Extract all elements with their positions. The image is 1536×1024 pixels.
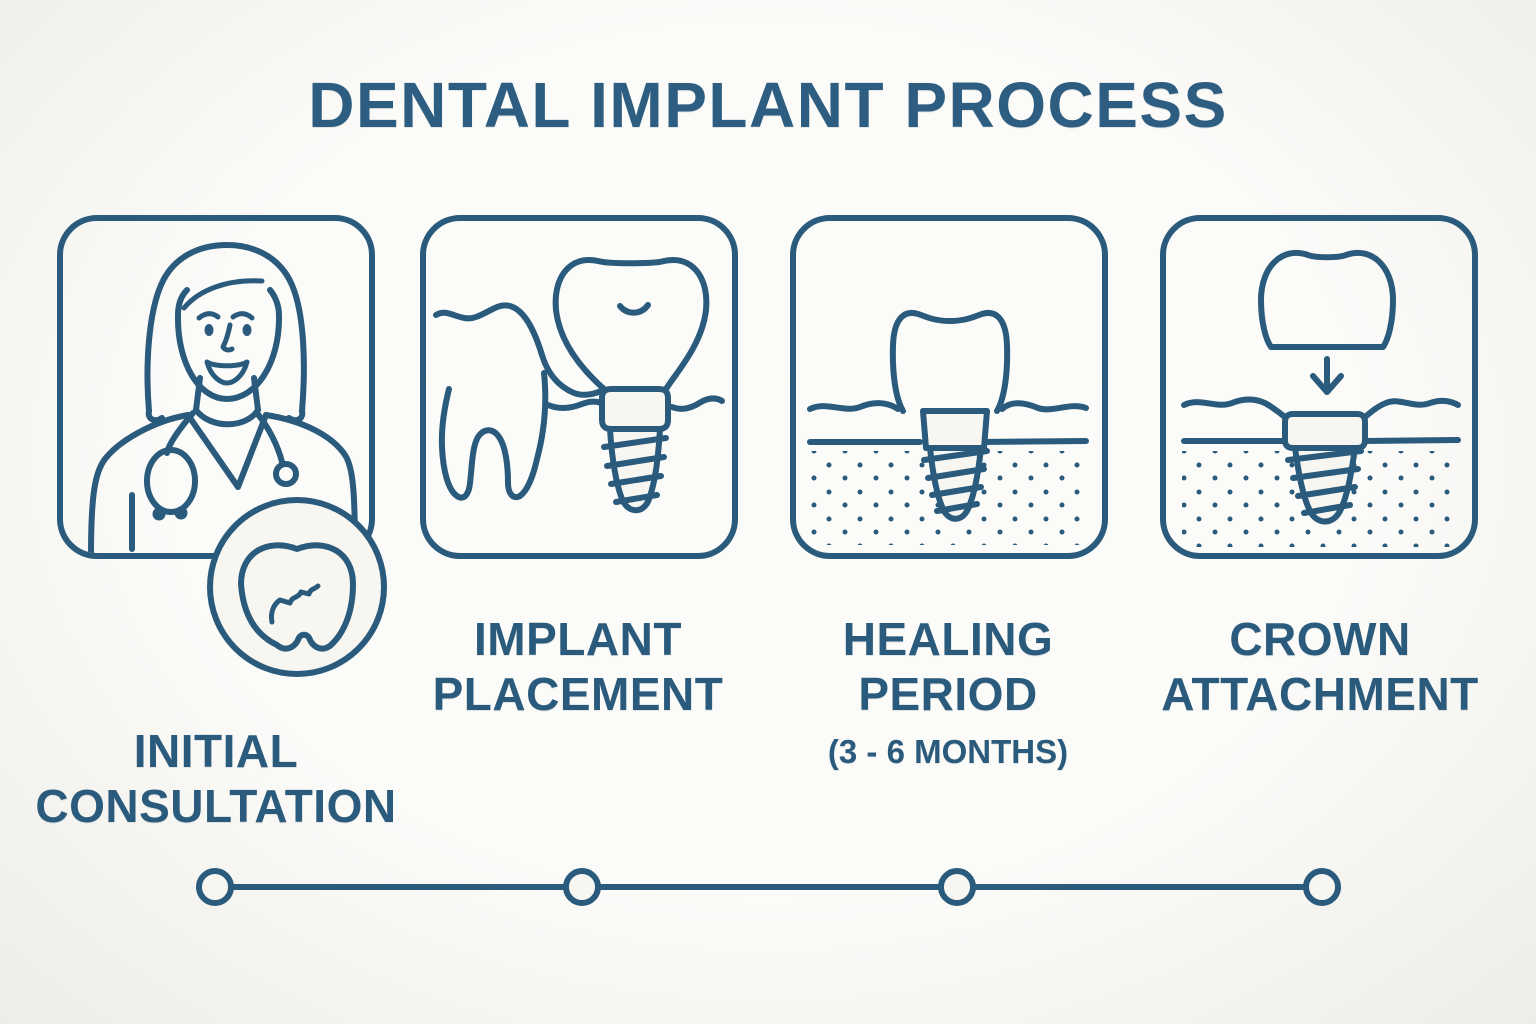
step-label-implant-placement: IMPLANT PLACEMENT bbox=[378, 612, 778, 722]
step-label-line2: PLACEMENT bbox=[432, 668, 724, 720]
page-title: DENTAL IMPLANT PROCESS bbox=[308, 69, 1228, 141]
timeline-node-3 bbox=[938, 868, 976, 906]
healing-period-icon bbox=[807, 310, 1089, 545]
crown-attachment-icon bbox=[1181, 250, 1461, 547]
step-label-line2: CONSULTATION bbox=[35, 780, 397, 832]
step-panel-crown-attachment bbox=[1160, 215, 1478, 559]
step-panel-healing-period bbox=[790, 215, 1108, 559]
tooth-magnifier-badge bbox=[207, 497, 387, 677]
step-label-line1: INITIAL bbox=[133, 725, 299, 777]
timeline-line bbox=[215, 884, 1322, 890]
step-label-crown-attachment: CROWN ATTACHMENT bbox=[1120, 612, 1520, 722]
step-label-line1: CROWN bbox=[1229, 613, 1411, 665]
step-label-line1: HEALING bbox=[842, 613, 1054, 665]
dentist-consultation-icon bbox=[88, 242, 358, 553]
step-label-initial-consultation: INITIAL CONSULTATION bbox=[16, 724, 416, 834]
implant-placement-icon bbox=[433, 257, 725, 514]
step-label-line2: ATTACHMENT bbox=[1161, 668, 1479, 720]
step-sublabel-duration: (3 - 6 MONTHS) bbox=[827, 733, 1069, 770]
step-panel-implant-placement bbox=[420, 215, 738, 559]
timeline-node-2 bbox=[563, 868, 601, 906]
step-label-line2: PERIOD bbox=[858, 668, 1038, 720]
step-label-line1: IMPLANT bbox=[474, 613, 682, 665]
timeline-node-1 bbox=[196, 868, 234, 906]
step-label-healing-period: HEALING PERIOD (3 - 6 MONTHS) bbox=[748, 612, 1148, 772]
timeline-node-4 bbox=[1303, 868, 1341, 906]
